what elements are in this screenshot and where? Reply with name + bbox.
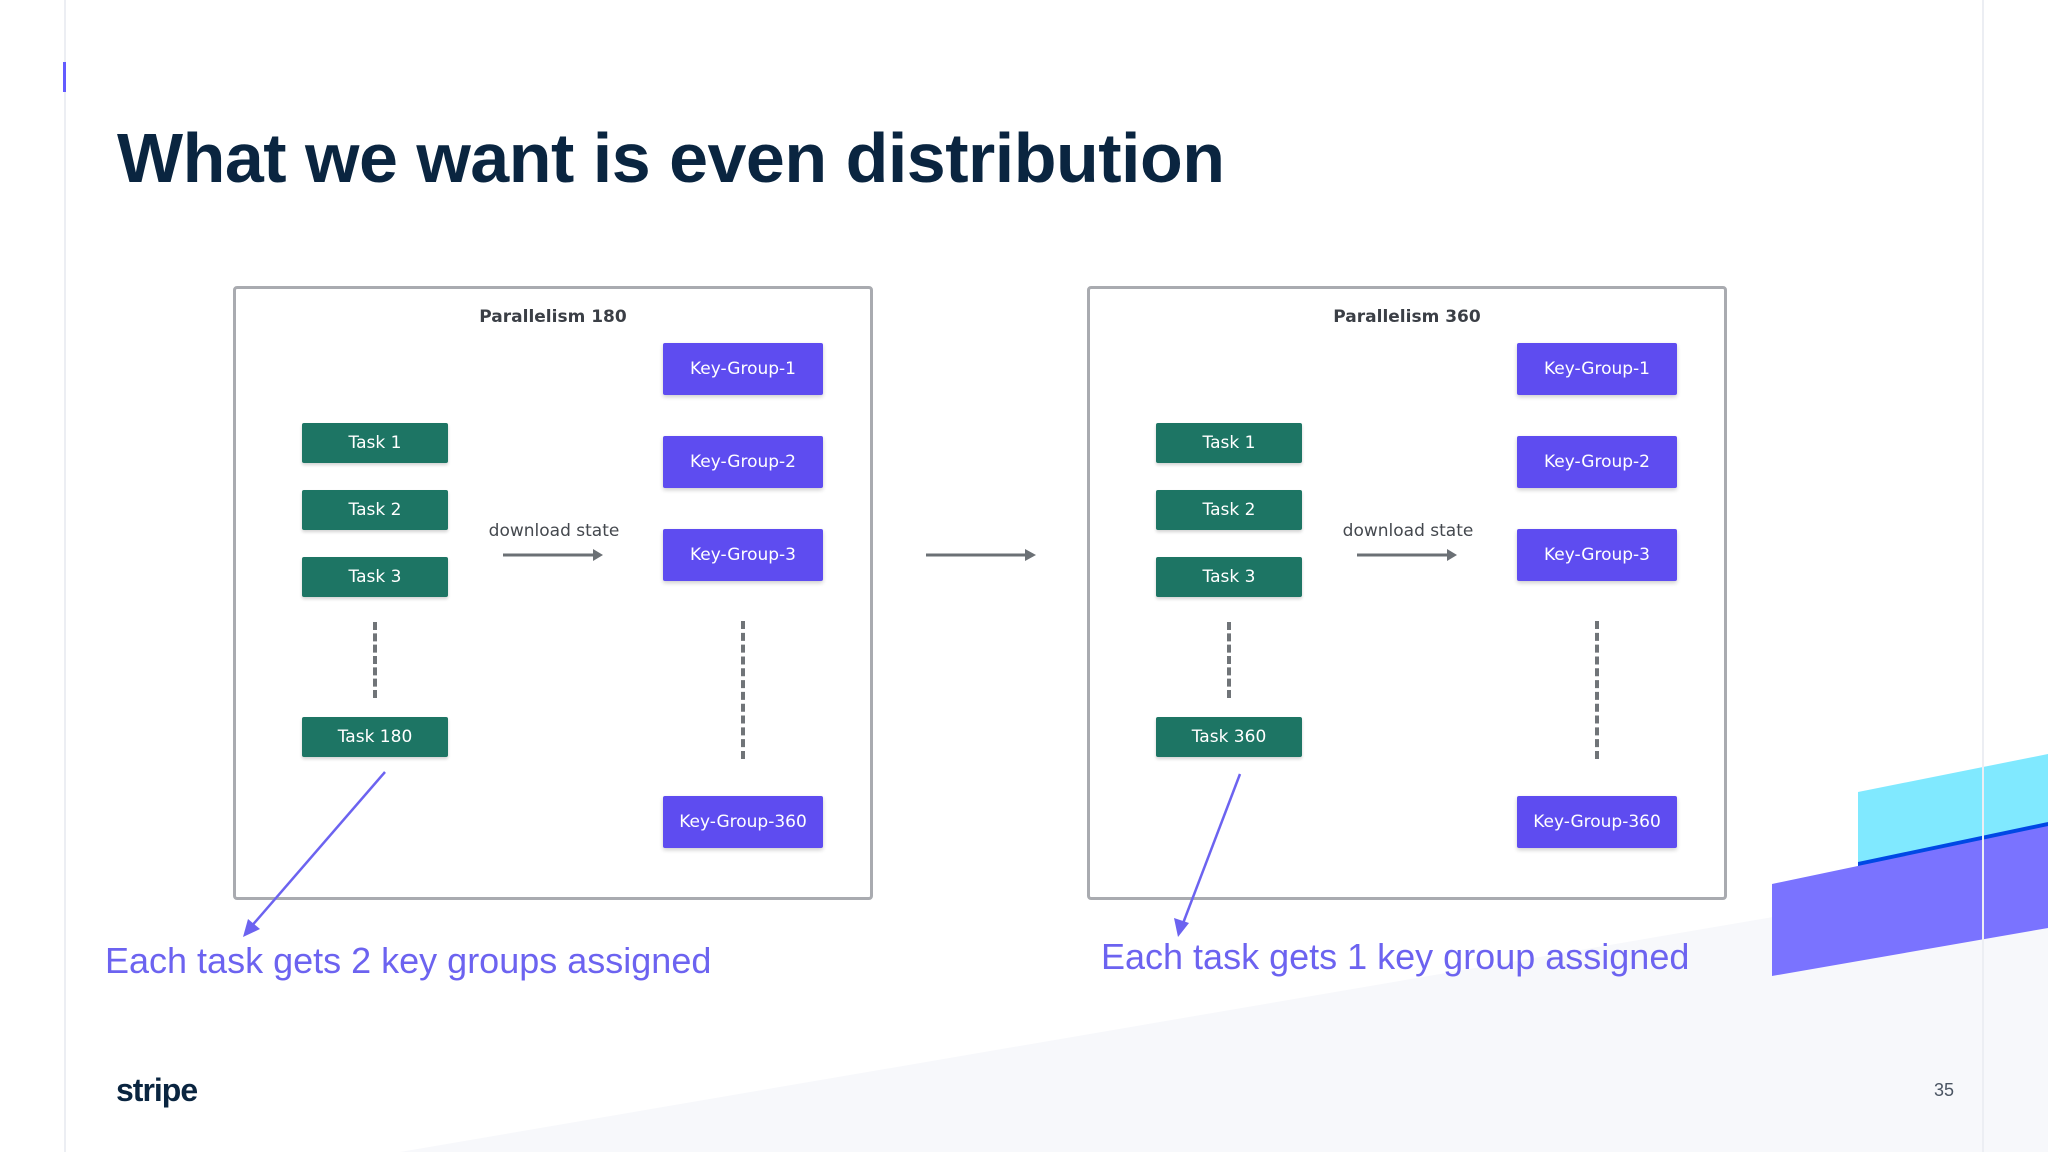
task-ellipsis-dashes <box>1227 622 1231 698</box>
key-group-box-last: Key-Group-360 <box>663 796 823 848</box>
diagram-panel-parallelism-360: Parallelism 360 Task 1 Task 2 Task 3 Tas… <box>1087 286 1727 900</box>
caption-left: Each task gets 2 key groups assigned <box>105 940 712 981</box>
key-group-box: Key-Group-2 <box>1517 436 1677 488</box>
panel-title: Parallelism 360 <box>1333 307 1481 327</box>
task-box-last: Task 180 <box>302 717 448 757</box>
stripe-logo: stripe <box>116 1072 198 1108</box>
panel-title: Parallelism 180 <box>479 307 627 327</box>
diagram-panel-parallelism-180: Parallelism 180 Task 1 Task 2 Task 3 Tas… <box>233 286 873 900</box>
right-rule <box>1982 0 1984 1152</box>
task-box: Task 2 <box>302 490 448 530</box>
page-number: 35 <box>1933 1080 1954 1100</box>
left-rule <box>64 0 66 1152</box>
background-diagonal-shape <box>400 870 2048 1152</box>
task-ellipsis-dashes <box>373 622 377 698</box>
task-box: Task 3 <box>302 557 448 597</box>
key-group-ellipsis-dashes <box>741 621 745 759</box>
right-arrow-icon <box>1357 549 1457 561</box>
task-box: Task 1 <box>302 423 448 463</box>
task-box: Task 3 <box>1156 557 1302 597</box>
key-group-ellipsis-dashes <box>1595 621 1599 759</box>
key-group-box: Key-Group-1 <box>663 343 823 395</box>
slide-title: What we want is even distribution <box>117 119 1225 197</box>
deco-purple-band <box>1772 826 2048 976</box>
right-arrow-icon <box>926 549 1036 561</box>
caption-right: Each task gets 1 key group assigned <box>1101 936 1690 977</box>
download-state-label: download state <box>1342 521 1474 541</box>
accent-tick <box>63 62 66 92</box>
key-group-box: Key-Group-3 <box>663 529 823 581</box>
download-state-label: download state <box>488 521 620 541</box>
right-arrow-icon <box>503 549 603 561</box>
key-group-box: Key-Group-2 <box>663 436 823 488</box>
key-group-box: Key-Group-3 <box>1517 529 1677 581</box>
key-group-box-last: Key-Group-360 <box>1517 796 1677 848</box>
task-box: Task 1 <box>1156 423 1302 463</box>
task-box: Task 2 <box>1156 490 1302 530</box>
key-group-box: Key-Group-1 <box>1517 343 1677 395</box>
task-box-last: Task 360 <box>1156 717 1302 757</box>
